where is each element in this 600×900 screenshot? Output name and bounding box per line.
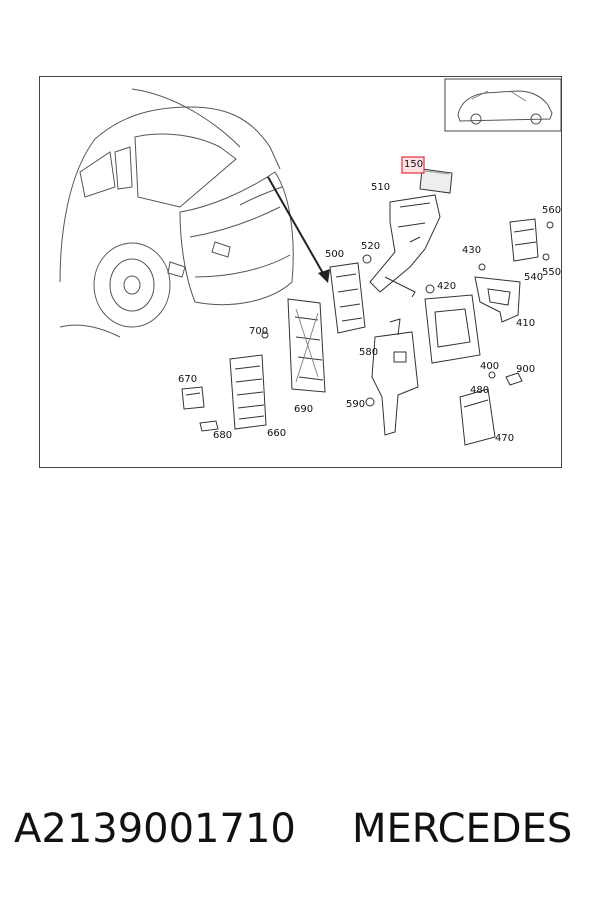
part-500-module [329, 262, 366, 334]
callout-900: 900 [516, 364, 535, 375]
callout-480: 480 [470, 385, 489, 396]
callout-590: 590 [346, 399, 365, 410]
location-arrow [267, 176, 330, 283]
part-410-bracket [474, 276, 521, 323]
part-900-connector [505, 372, 523, 386]
part-560-clip [546, 221, 554, 229]
part-700-screw [261, 331, 269, 339]
part-number: A2139001710 [14, 806, 296, 852]
part-540-module [509, 218, 539, 262]
callout-540: 540 [524, 272, 543, 283]
part-690-fusebox [287, 298, 326, 393]
callout-700: 700 [249, 326, 268, 337]
callout-410: 410 [516, 318, 535, 329]
part-580-bracket [371, 318, 419, 436]
callout-560: 560 [542, 205, 561, 216]
part-470-module [459, 388, 496, 446]
car-thumbnail [444, 78, 562, 132]
callout-550: 550 [542, 267, 561, 278]
brand-name: MERCEDES [352, 806, 573, 852]
part-480-clip [488, 371, 496, 379]
callout-690: 690 [294, 404, 313, 415]
part-670-relay [181, 386, 205, 410]
callout-520: 520 [361, 241, 380, 252]
callout-400: 400 [480, 361, 499, 372]
callout-660: 660 [267, 428, 286, 439]
callout-430: 430 [462, 245, 481, 256]
part-590-nut [365, 397, 375, 407]
part-660-fuseblock [229, 354, 267, 430]
part-510-bracket [369, 194, 441, 298]
highlight-box-150 [401, 156, 425, 174]
part-420-clip [425, 284, 435, 294]
callout-670: 670 [178, 374, 197, 385]
part-430-nut [478, 263, 486, 271]
callout-680: 680 [213, 430, 232, 441]
callout-420: 420 [437, 281, 456, 292]
callout-510: 510 [371, 182, 390, 193]
callout-580: 580 [359, 347, 378, 358]
callout-500: 500 [325, 249, 344, 260]
part-550-clip [542, 253, 550, 261]
part-150-module [419, 168, 453, 194]
part-400-module [424, 294, 481, 364]
callout-470: 470 [495, 433, 514, 444]
car-rear-outline [59, 88, 294, 338]
callout-150: 150 [404, 159, 423, 170]
part-520-nut [362, 254, 372, 264]
part-680-clip [199, 420, 219, 432]
